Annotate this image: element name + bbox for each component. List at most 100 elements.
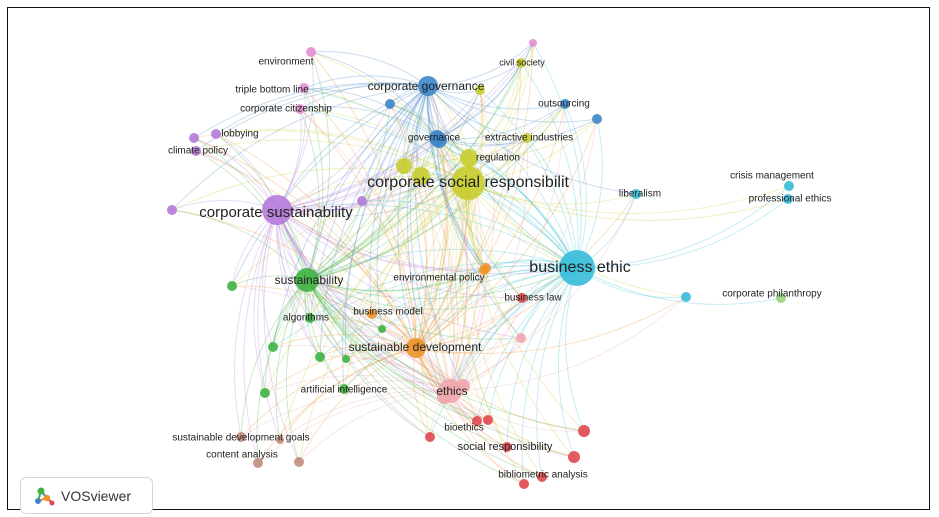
keyword-node[interactable] (537, 472, 547, 482)
keyword-node[interactable] (342, 355, 350, 363)
link-layer (171, 42, 790, 485)
keyword-node[interactable] (191, 146, 201, 156)
keyword-node[interactable] (522, 133, 532, 143)
co-occurrence-link (257, 347, 417, 464)
keyword-node[interactable] (236, 432, 246, 442)
co-occurrence-link (195, 139, 469, 184)
co-occurrence-link (468, 157, 578, 269)
keyword-node[interactable] (385, 99, 395, 109)
keyword-node[interactable] (456, 379, 470, 393)
keyword-node[interactable] (502, 442, 512, 452)
keyword-node[interactable] (378, 325, 386, 333)
co-occurrence-link (310, 51, 469, 184)
keyword-node[interactable] (783, 194, 793, 204)
co-occurrence-link (468, 62, 522, 159)
keyword-node[interactable] (295, 268, 319, 292)
co-occurrence-link (310, 51, 429, 87)
co-occurrence-link (415, 267, 578, 349)
co-occurrence-link (231, 285, 417, 349)
keyword-node[interactable] (578, 425, 590, 437)
co-occurrence-link (361, 200, 578, 269)
keyword-node[interactable] (367, 309, 377, 319)
co-occurrence-link (276, 209, 451, 392)
keyword-node[interactable] (262, 195, 292, 225)
keyword-node[interactable] (481, 263, 491, 273)
vosviewer-badge[interactable]: VOSviewer (20, 477, 153, 514)
keyword-node[interactable] (412, 167, 430, 185)
co-occurrence-link (272, 182, 469, 348)
keyword-node[interactable] (425, 432, 435, 442)
node-layer (167, 39, 794, 489)
keyword-node[interactable] (529, 39, 537, 47)
co-occurrence-link (576, 198, 789, 269)
keyword-node[interactable] (560, 99, 570, 109)
keyword-node[interactable] (592, 114, 602, 124)
keyword-node[interactable] (559, 250, 595, 286)
keyword-node[interactable] (483, 415, 493, 425)
keyword-node[interactable] (189, 133, 199, 143)
keyword-node[interactable] (211, 129, 221, 139)
keyword-node[interactable] (396, 158, 412, 174)
co-occurrence-link (455, 182, 489, 421)
co-occurrence-link (276, 42, 534, 211)
keyword-node[interactable] (357, 196, 367, 206)
co-occurrence-link (306, 267, 578, 300)
keyword-label-reg: regulation (476, 153, 520, 164)
co-occurrence-link (467, 182, 522, 339)
keyword-node[interactable] (516, 58, 526, 68)
keyword-node[interactable] (431, 132, 447, 148)
co-occurrence-link (436, 137, 468, 392)
keyword-node[interactable] (253, 458, 263, 468)
keyword-node[interactable] (475, 85, 485, 95)
co-occurrence-link (345, 267, 578, 360)
keyword-node[interactable] (631, 189, 641, 199)
keyword-node[interactable] (516, 333, 526, 343)
keyword-node[interactable] (276, 436, 284, 444)
co-occurrence-link (397, 85, 429, 349)
co-occurrence-link (415, 89, 483, 349)
co-occurrence-link (459, 182, 508, 448)
co-occurrence-link (342, 85, 429, 390)
co-occurrence-link (193, 130, 469, 184)
keyword-node[interactable] (305, 313, 315, 323)
co-occurrence-link (306, 279, 417, 349)
keyword-label-sdg: sustainable development goals (172, 433, 309, 444)
keyword-node[interactable] (299, 83, 309, 93)
keyword-node[interactable] (315, 352, 325, 362)
keyword-node[interactable] (460, 149, 478, 167)
co-occurrence-link (306, 279, 464, 387)
keyword-node[interactable] (437, 390, 451, 404)
keyword-node[interactable] (517, 293, 527, 303)
co-occurrence-link (276, 108, 302, 211)
co-occurrence-link (306, 248, 578, 281)
keyword-node[interactable] (568, 451, 580, 463)
keyword-node[interactable] (294, 457, 304, 467)
co-occurrence-link (171, 209, 417, 349)
co-occurrence-link (319, 85, 429, 358)
keyword-node[interactable] (418, 76, 438, 96)
keyword-node[interactable] (227, 281, 237, 291)
co-occurrence-link (193, 137, 417, 349)
co-occurrence-link (306, 182, 469, 281)
co-occurrence-link (276, 139, 440, 211)
keyword-node[interactable] (519, 479, 529, 489)
co-occurrence-link (415, 62, 522, 349)
keyword-node[interactable] (268, 342, 278, 352)
keyword-node[interactable] (472, 416, 482, 426)
co-occurrence-link (276, 209, 347, 360)
keyword-node[interactable] (295, 104, 305, 114)
co-occurrence-link (449, 296, 687, 392)
co-occurrence-link (264, 374, 451, 394)
keyword-node[interactable] (681, 292, 691, 302)
keyword-node[interactable] (339, 384, 349, 394)
keyword-node[interactable] (784, 181, 794, 191)
co-occurrence-link (436, 62, 522, 139)
keyword-node[interactable] (306, 47, 316, 57)
co-occurrence-link (369, 85, 429, 315)
keyword-node[interactable] (260, 388, 270, 398)
keyword-node[interactable] (451, 166, 485, 200)
keyword-node[interactable] (406, 338, 426, 358)
keyword-node[interactable] (776, 293, 786, 303)
keyword-node[interactable] (167, 205, 177, 215)
